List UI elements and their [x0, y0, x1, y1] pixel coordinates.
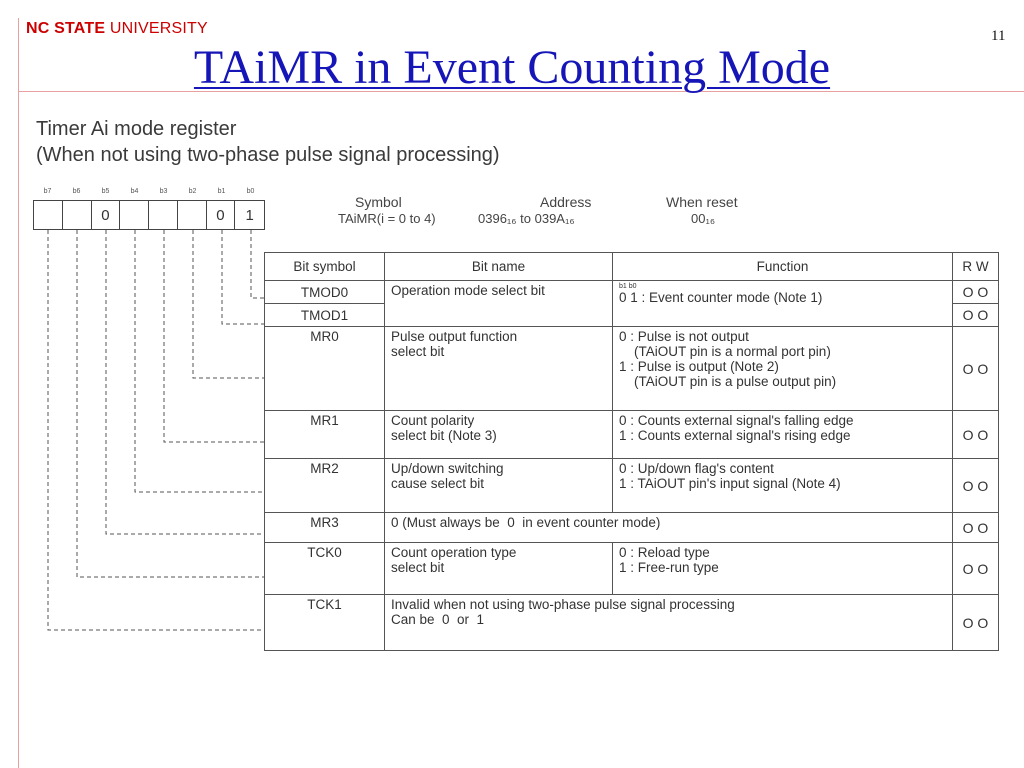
bit-label: b1	[217, 188, 226, 195]
col-w: W	[975, 259, 989, 274]
row-name: Up/down switching cause select bit	[384, 458, 613, 513]
function-bit-header: b1 b0	[619, 283, 637, 290]
bit-cell-b0: 1	[245, 206, 254, 224]
function-text: 0 1 : Event counter mode (Note 1)	[619, 290, 823, 305]
frame-horizontal-line	[18, 91, 1024, 92]
col-bit-name: Bit name	[384, 252, 613, 281]
leader-b4	[134, 230, 264, 493]
leader-b6	[76, 230, 264, 578]
bit-label: b0	[246, 188, 255, 195]
frame-vertical-line	[18, 18, 19, 768]
leader-b3	[163, 230, 264, 443]
row-symbol: TCK0	[264, 542, 385, 595]
page-number: 11	[991, 28, 1006, 44]
symbol-value: TAiMR(i = 0 to 4)	[338, 211, 436, 226]
col-rw: R W	[952, 252, 999, 281]
register-bit-table: Bit symbol Bit name Function R W TMOD0 O…	[264, 252, 999, 651]
register-title-line1: Timer Ai mode register	[36, 118, 237, 140]
row-rw: O O	[952, 542, 999, 595]
row-rw: O O	[952, 326, 999, 411]
bit-cell-b6	[63, 201, 92, 229]
university-logo: NC STATE UNIVERSITY	[26, 20, 208, 38]
row-function: 0 : Pulse is not output (TAiOUT pin is a…	[612, 326, 953, 411]
row-symbol: TMOD0	[264, 280, 385, 304]
row-full-text: 0 (Must always be 0 in event counter mod…	[384, 512, 953, 543]
reset-value: 00₁₆	[691, 211, 716, 226]
bit-label: b2	[188, 188, 197, 195]
row-symbol: MR3	[264, 512, 385, 543]
table-row: TCK0 Count operation type select bit 0 :…	[264, 542, 999, 595]
bit-cell-b1: 0	[207, 201, 236, 229]
leader-b1	[221, 230, 264, 325]
leader-b5	[105, 230, 264, 535]
reset-header: When reset	[666, 194, 738, 210]
row-name: Count polarity select bit (Note 3)	[384, 410, 613, 459]
row-full-text: Invalid when not using two-phase pulse s…	[384, 594, 953, 651]
col-r: R	[962, 259, 973, 274]
bit-cell-b3	[149, 201, 178, 229]
row-name: Pulse output function select bit	[384, 326, 613, 411]
col-bit-symbol: Bit symbol	[264, 252, 385, 281]
col-function: Function	[612, 252, 953, 281]
logo-strong-text: NC STATE	[26, 20, 106, 37]
bit-label: b7	[43, 188, 52, 195]
table-row: MR0 Pulse output function select bit 0 :…	[264, 326, 999, 411]
bit-cell-b4	[120, 201, 149, 229]
leader-b2	[192, 230, 264, 379]
address-value: 0396₁₆ to 039A₁₆	[478, 211, 575, 226]
row-symbol: MR2	[264, 458, 385, 513]
bit-label: b4	[130, 188, 139, 195]
row-rw: O O	[952, 303, 999, 327]
address-header: Address	[540, 194, 592, 210]
table-header-row: Bit symbol Bit name Function R W	[264, 252, 999, 281]
row-function: b1 b0 0 1 : Event counter mode (Note 1)	[612, 280, 953, 327]
logo-light-text: UNIVERSITY	[105, 20, 208, 37]
row-rw: O O	[952, 512, 999, 543]
slide-title: TAiMR in Event Counting Mode	[193, 41, 831, 94]
symbol-header: Symbol	[355, 194, 402, 210]
row-rw: O O	[952, 458, 999, 513]
row-name: Operation mode select bit	[384, 280, 613, 327]
bit-label: b5	[101, 188, 110, 195]
leader-b7	[47, 230, 264, 631]
row-rw: O O	[952, 280, 999, 304]
table-row: MR1 Count polarity select bit (Note 3) 0…	[264, 410, 999, 459]
row-rw: O O	[952, 594, 999, 651]
row-symbol: TMOD1	[264, 303, 385, 327]
row-function: 0 : Counts external signal's falling edg…	[612, 410, 953, 459]
table-row: TCK1 Invalid when not using two-phase pu…	[264, 594, 999, 651]
row-name: Count operation type select bit	[384, 542, 613, 595]
row-rw: O O	[952, 410, 999, 459]
table-row: MR3 0 (Must always be 0 in event counter…	[264, 512, 999, 543]
register-title-line2: (When not using two-phase pulse signal p…	[36, 144, 500, 166]
row-function: 0 : Up/down flag's content 1 : TAiOUT pi…	[612, 458, 953, 513]
row-symbol: MR1	[264, 410, 385, 459]
bit-cell-b2	[178, 201, 207, 229]
table-row: MR2 Up/down switching cause select bit 0…	[264, 458, 999, 513]
row-symbol: MR0	[264, 326, 385, 411]
bit-cell-b5: 0	[92, 201, 121, 229]
bit-cell-b7	[34, 201, 63, 229]
register-bit-box: 0 0 1	[33, 200, 265, 230]
row-symbol: TCK1	[264, 594, 385, 651]
bit-label: b6	[72, 188, 81, 195]
bit-label: b3	[159, 188, 168, 195]
register-title: Timer Ai mode register (When not using t…	[36, 116, 500, 168]
row-function: 0 : Reload type 1 : Free-run type	[612, 542, 953, 595]
leader-b0	[250, 230, 264, 299]
table-row: TMOD0 Operation mode select bit b1 b0 0 …	[264, 280, 999, 327]
